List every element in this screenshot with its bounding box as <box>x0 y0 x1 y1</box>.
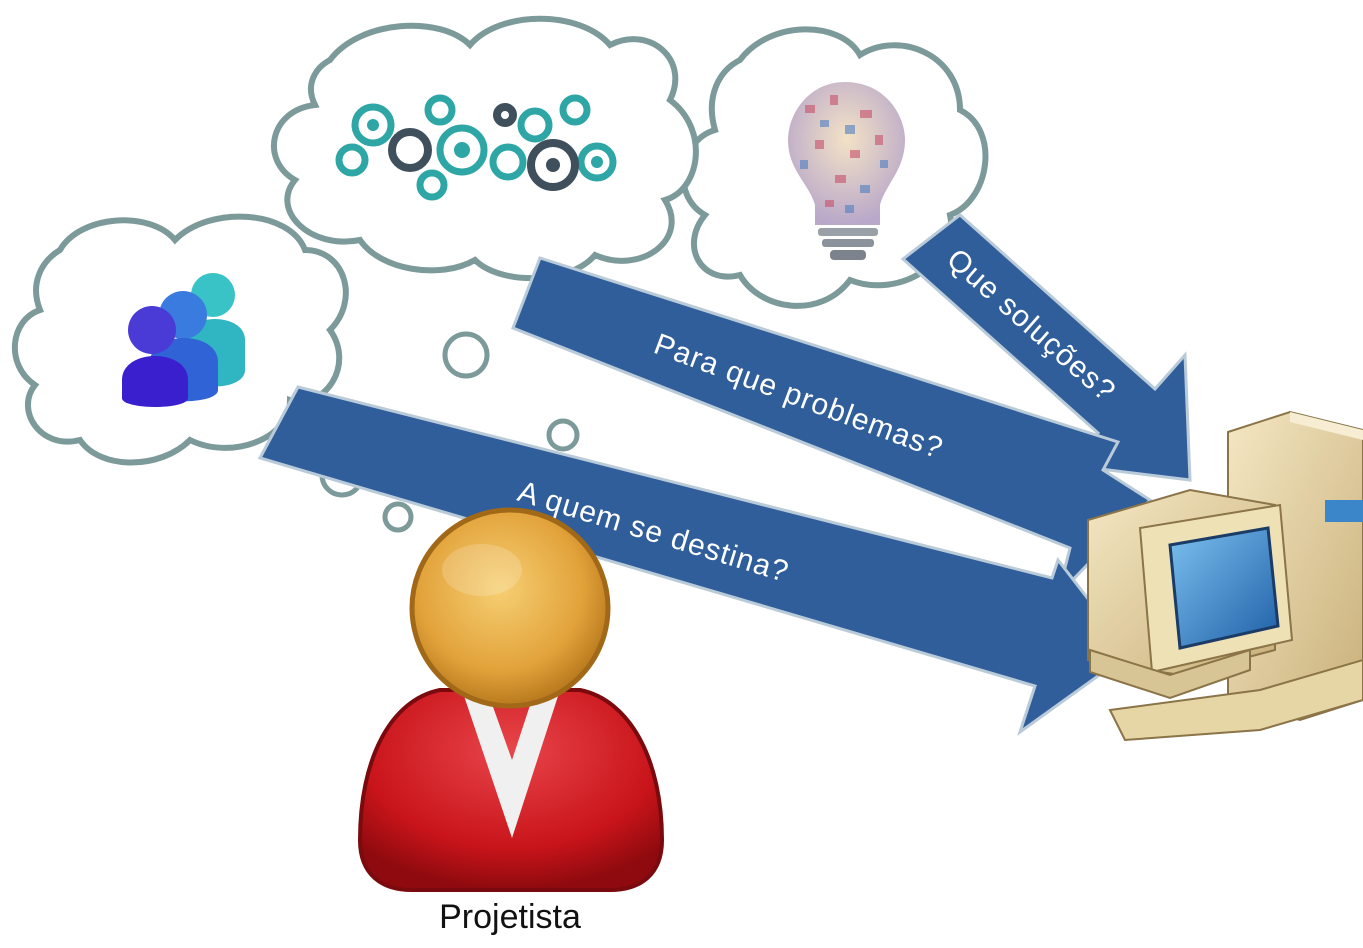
role-caption: Projetista <box>439 898 581 936</box>
arrow-solutions <box>900 213 1192 482</box>
arrow-label-solutions: Que soluções? <box>940 243 1121 409</box>
users-group-icon <box>122 273 245 407</box>
person-avatar-icon <box>357 507 665 892</box>
desktop-computer-icon <box>1087 410 1363 742</box>
gears-network-icon <box>326 85 622 207</box>
arrow-audience <box>257 385 1133 736</box>
lightbulb-collage-icon <box>788 82 905 260</box>
